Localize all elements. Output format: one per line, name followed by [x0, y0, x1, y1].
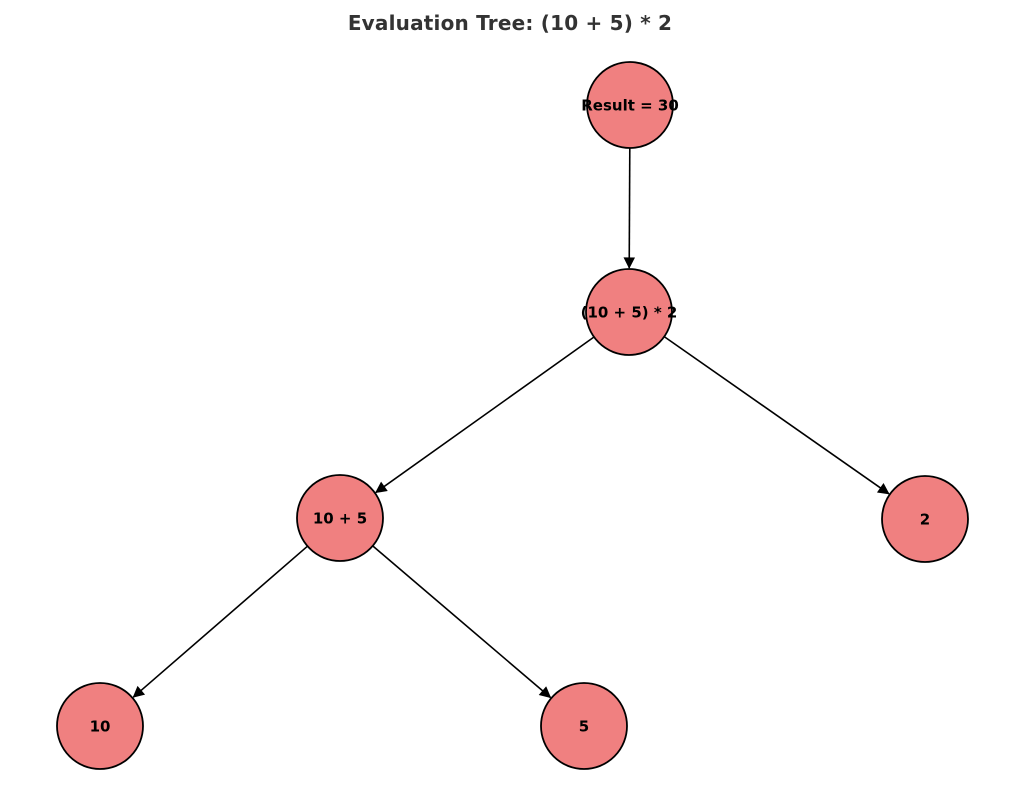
node-circle-five [540, 682, 628, 770]
tree-nodes-layer: Result = 30 (10 + 5) * 2 10 + 5 2 10 5 [56, 61, 969, 770]
node-label-result: Result = 30 [581, 96, 679, 114]
tree-edge-result-to-expr [623, 147, 636, 269]
tree-node-expr: (10 + 5) * 2 [581, 268, 678, 356]
node-circle-result [586, 61, 674, 149]
tree-node-two: 2 [881, 475, 969, 563]
tree-node-result: Result = 30 [581, 61, 679, 149]
tree-edge-expr-to-add [375, 336, 595, 494]
node-label-add: 10 + 5 [313, 509, 367, 527]
node-circle-two [881, 475, 969, 563]
tree-edge-add-to-five [372, 545, 552, 699]
tree-node-five: 5 [540, 682, 628, 770]
node-label-five: 5 [579, 717, 589, 735]
node-circle-expr [585, 268, 673, 356]
tree-edges-layer [132, 147, 890, 699]
tree-edge-add-to-ten [132, 545, 309, 698]
node-circle-add [296, 474, 384, 562]
node-label-expr: (10 + 5) * 2 [581, 303, 678, 321]
tree-node-add: 10 + 5 [296, 474, 384, 562]
tree-edge-expr-to-two [663, 335, 890, 495]
figure-title: Evaluation Tree: (10 + 5) * 2 [347, 11, 673, 35]
tree-node-ten: 10 [56, 682, 144, 770]
node-circle-ten [56, 682, 144, 770]
node-label-ten: 10 [90, 717, 111, 735]
node-label-two: 2 [920, 510, 930, 528]
